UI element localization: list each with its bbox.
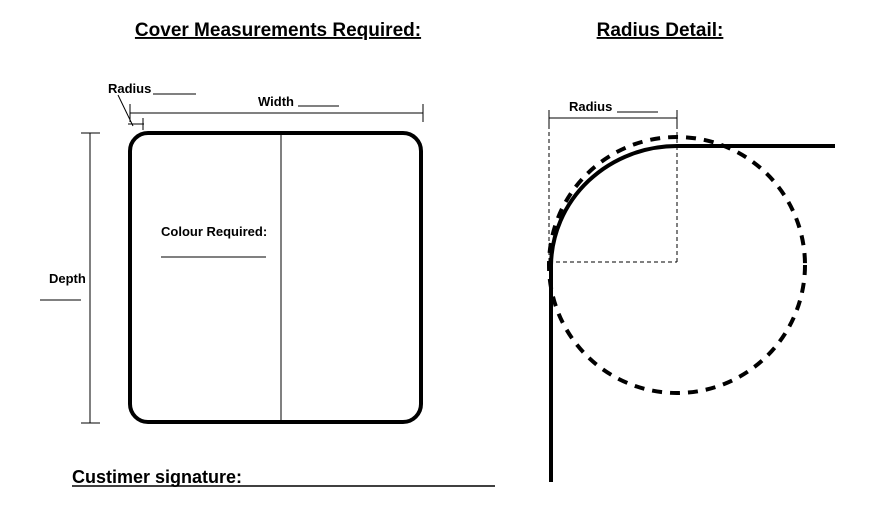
radius-detail-heading: Radius Detail: bbox=[597, 20, 724, 41]
cover-width-label: Width bbox=[258, 94, 294, 109]
cover-depth-label: Depth bbox=[49, 271, 86, 286]
radius-corner-profile bbox=[549, 144, 835, 482]
colour-required-label: Colour Required: bbox=[161, 224, 267, 239]
customer-signature-label: Custimer signature: bbox=[72, 467, 242, 487]
cover-outline bbox=[128, 131, 423, 424]
cover-measurements-heading: Cover Measurements Required: bbox=[135, 20, 421, 41]
detail-radius-label: Radius bbox=[569, 99, 612, 114]
cover-radius-label: Radius bbox=[108, 81, 151, 96]
cover-radius-pointer bbox=[117, 94, 134, 127]
